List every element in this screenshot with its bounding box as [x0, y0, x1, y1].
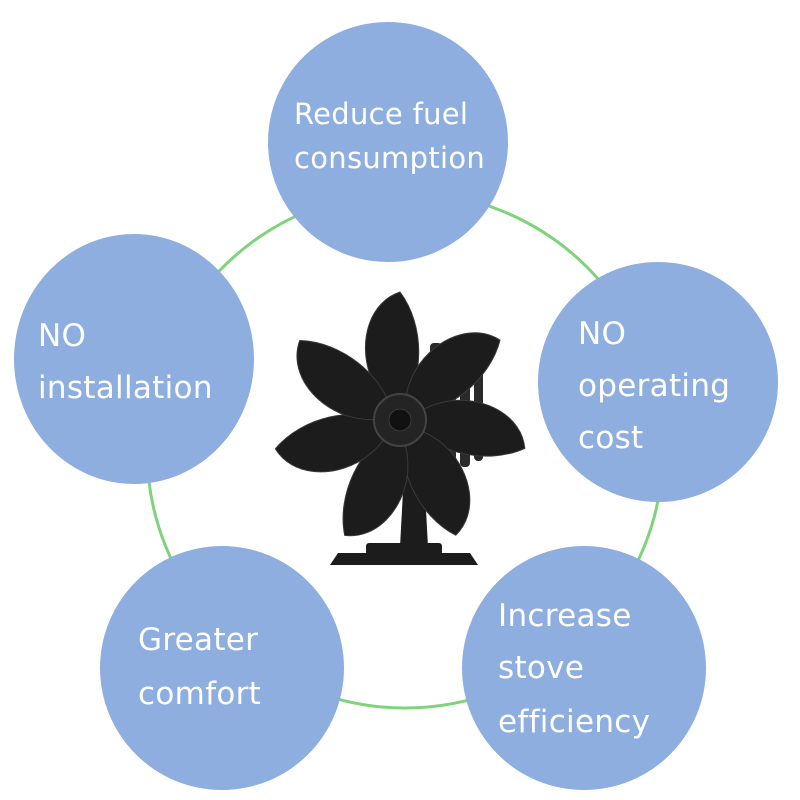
benefit-increase-efficiency-line-3: efficiency: [498, 704, 651, 740]
benefit-no-installation-line-2: installation: [38, 370, 213, 406]
benefit-increase-efficiency-line-1: Increase: [498, 598, 632, 634]
stove-fan-graphic: [270, 291, 533, 565]
fan-blades: [270, 291, 533, 551]
benefit-increase-efficiency: Increase stove efficiency: [462, 546, 706, 790]
benefit-greater-comfort-line-1: Greater: [138, 622, 259, 658]
benefit-increase-efficiency-line-2: stove: [498, 650, 585, 686]
benefit-no-installation: NO installation: [14, 234, 254, 484]
stove-fan-icon: [270, 285, 533, 575]
benefit-no-operating-cost-line-3: cost: [578, 420, 644, 456]
benefit-no-installation-line-1: NO: [38, 318, 87, 354]
benefit-greater-comfort: Greater comfort: [100, 546, 344, 790]
benefit-reduce-fuel-line-2: consumption: [294, 141, 486, 175]
benefit-no-operating-cost-line-2: operating: [578, 368, 731, 404]
benefit-no-operating-cost: NO operating cost: [538, 262, 778, 502]
benefit-no-operating-cost-line-1: NO: [578, 316, 627, 352]
benefit-reduce-fuel-line-1: Reduce fuel: [294, 97, 469, 131]
benefit-greater-comfort-line-2: comfort: [138, 676, 262, 712]
benefit-reduce-fuel: Reduce fuel consumption: [268, 22, 508, 262]
